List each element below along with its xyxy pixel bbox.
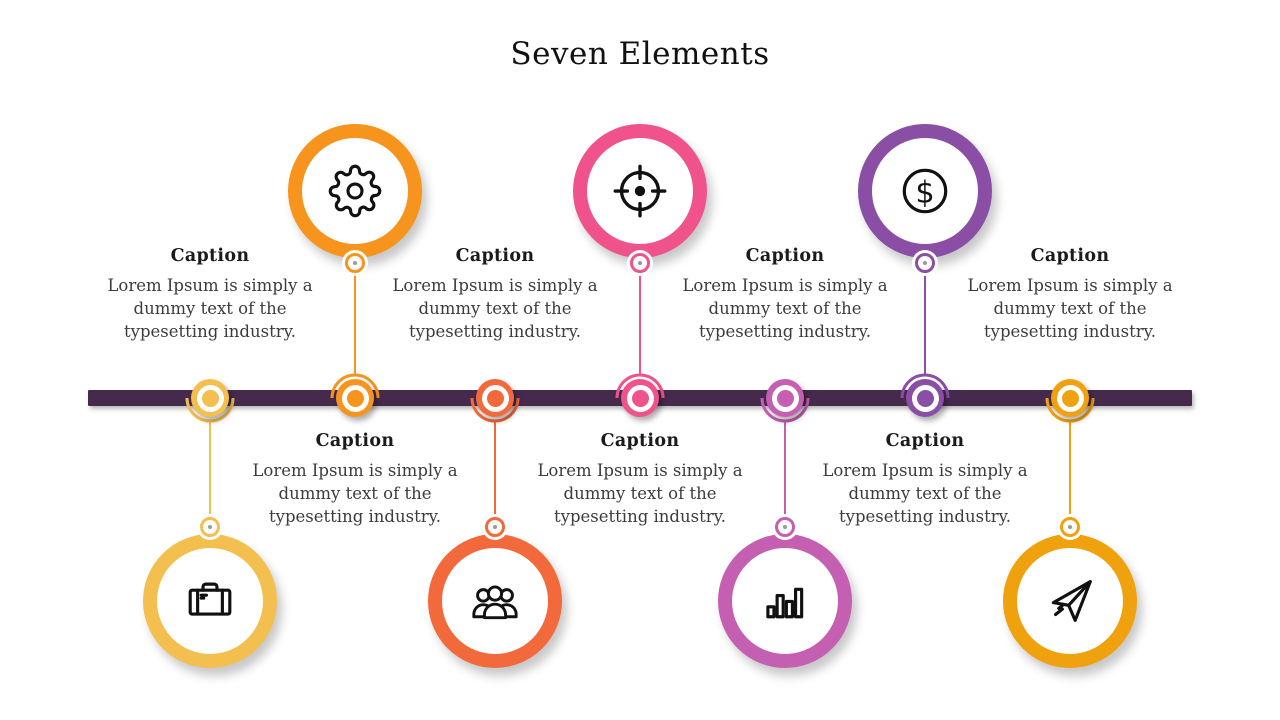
caption-heading: Caption xyxy=(315,431,395,451)
caption-body: Lorem Ipsum is simply a dummy text of th… xyxy=(682,276,888,341)
element-ring xyxy=(1003,534,1137,668)
connector-ring xyxy=(345,253,365,273)
connector-ring xyxy=(630,253,650,273)
element-ring xyxy=(718,534,852,668)
people-icon xyxy=(472,585,518,620)
element-text: Caption Lorem Ipsum is simply a dummy te… xyxy=(98,246,322,343)
connector-ring xyxy=(915,253,935,273)
caption-heading: Caption xyxy=(885,431,965,451)
timeline-node xyxy=(766,379,804,417)
bar-chart-icon xyxy=(766,587,804,619)
paper-plane-icon xyxy=(1051,580,1092,622)
connector-ring xyxy=(485,517,505,537)
caption-heading: Caption xyxy=(170,246,250,266)
node-arc xyxy=(1045,397,1095,423)
timeline-node xyxy=(1051,379,1089,417)
caption-body: Lorem Ipsum is simply a dummy text of th… xyxy=(822,461,1028,526)
node-arc xyxy=(760,397,810,423)
element-ring xyxy=(573,124,707,258)
caption-heading: Caption xyxy=(600,431,680,451)
connector-line xyxy=(353,271,357,375)
page-title: Seven Elements xyxy=(510,36,770,72)
element-ring xyxy=(428,534,562,668)
element-ring xyxy=(288,124,422,258)
timeline-node xyxy=(906,379,944,417)
element-text: Caption Lorem Ipsum is simply a dummy te… xyxy=(243,431,467,528)
node-arc xyxy=(185,397,235,423)
node-arc xyxy=(615,373,665,399)
element-text: Caption Lorem Ipsum is simply a dummy te… xyxy=(958,246,1182,343)
connector-line xyxy=(638,271,642,375)
briefcase-icon xyxy=(188,582,232,616)
connector-line xyxy=(208,421,212,518)
gear-icon xyxy=(328,164,382,218)
connector-line xyxy=(923,271,927,375)
timeline-node xyxy=(191,379,229,417)
dollar-coin-icon: $ xyxy=(902,168,948,214)
connector-ring xyxy=(1060,517,1080,537)
caption-heading: Caption xyxy=(1030,246,1110,266)
connector-line xyxy=(493,421,497,518)
caption-body: Lorem Ipsum is simply a dummy text of th… xyxy=(252,461,458,526)
caption-heading: Caption xyxy=(455,246,535,266)
node-arc xyxy=(470,397,520,423)
timeline-node xyxy=(476,379,514,417)
caption-body: Lorem Ipsum is simply a dummy text of th… xyxy=(392,276,598,341)
target-icon xyxy=(613,164,667,218)
element-ring xyxy=(143,534,277,668)
node-arc xyxy=(330,373,380,399)
element-ring: $ xyxy=(858,124,992,258)
element-text: Caption Lorem Ipsum is simply a dummy te… xyxy=(528,431,752,528)
timeline-node xyxy=(621,379,659,417)
element-text: Caption Lorem Ipsum is simply a dummy te… xyxy=(383,246,607,343)
timeline-node xyxy=(336,379,374,417)
element-text: Caption Lorem Ipsum is simply a dummy te… xyxy=(673,246,897,343)
caption-body: Lorem Ipsum is simply a dummy text of th… xyxy=(537,461,743,526)
connector-ring xyxy=(200,517,220,537)
node-arc xyxy=(900,373,950,399)
element-text: Caption Lorem Ipsum is simply a dummy te… xyxy=(813,431,1037,528)
caption-heading: Caption xyxy=(745,246,825,266)
caption-body: Lorem Ipsum is simply a dummy text of th… xyxy=(107,276,313,341)
caption-body: Lorem Ipsum is simply a dummy text of th… xyxy=(967,276,1173,341)
connector-line xyxy=(1068,421,1072,518)
connector-ring xyxy=(775,517,795,537)
svg-text:$: $ xyxy=(915,175,934,210)
connector-line xyxy=(783,421,787,518)
